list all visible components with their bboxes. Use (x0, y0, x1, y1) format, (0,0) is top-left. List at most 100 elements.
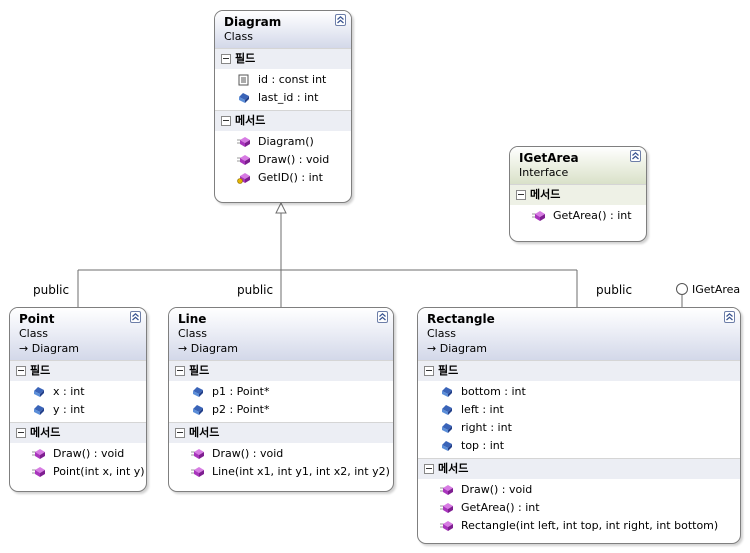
field-item[interactable]: p1 : Point* (169, 383, 393, 401)
method-item[interactable]: Draw() : void (10, 445, 146, 463)
method-item[interactable]: Line(int x1, int y1, int x2, int y2) (169, 463, 393, 481)
member-label: GetArea() : int (461, 501, 540, 514)
class-box-diagram[interactable]: Diagram Class 필드 id : const int last_id … (214, 10, 352, 203)
edge-label-rectangle: public (596, 283, 633, 297)
base-class: → Diagram (19, 341, 146, 356)
methods-list: Draw() : void Point(int x, int y) (10, 443, 146, 484)
section-label: 메서드 (189, 426, 220, 439)
member-label: y : int (53, 403, 85, 416)
const-field-icon (238, 74, 249, 86)
field-item[interactable]: y : int (10, 401, 146, 419)
field-icon (442, 441, 452, 451)
methods-section-header[interactable]: 메서드 (169, 422, 393, 443)
double-chevron-up-icon[interactable] (130, 311, 141, 323)
method-icon (32, 449, 45, 459)
minus-toggle-icon[interactable] (424, 366, 434, 376)
member-label: Draw() : void (461, 483, 533, 496)
section-label: 메서드 (30, 426, 61, 439)
minus-toggle-icon[interactable] (221, 54, 231, 64)
member-label: right : int (461, 421, 512, 434)
fields-section-header[interactable]: 필드 (10, 360, 146, 381)
method-item[interactable]: Diagram() (215, 133, 351, 151)
field-icon (442, 405, 452, 415)
double-chevron-up-icon[interactable] (630, 150, 641, 162)
field-item[interactable]: last_id : int (215, 89, 351, 107)
field-icon (239, 93, 249, 103)
class-box-point[interactable]: Point Class → Diagram 필드 x : int y : int… (9, 307, 147, 492)
methods-list: Draw() : void Line(int x1, int y1, int x… (169, 443, 393, 484)
class-header: Line Class → Diagram (169, 308, 393, 360)
method-item[interactable]: Point(int x, int y) (10, 463, 146, 481)
section-label: 필드 (30, 364, 51, 377)
member-label: GetID() : int (258, 171, 323, 184)
member-label: Draw() : void (212, 447, 284, 460)
minus-toggle-icon[interactable] (16, 366, 26, 376)
minus-toggle-icon[interactable] (175, 366, 185, 376)
class-box-rectangle[interactable]: Rectangle Class → Diagram 필드 bottom : in… (417, 307, 741, 544)
methods-section-header[interactable]: 메서드 (215, 110, 351, 131)
interface-kind: Interface (519, 166, 569, 179)
double-chevron-up-icon[interactable] (724, 311, 735, 323)
member-label: p2 : Point* (212, 403, 270, 416)
minus-toggle-icon[interactable] (175, 428, 185, 438)
section-label: 필드 (235, 52, 256, 65)
method-item[interactable]: Draw() : void (215, 151, 351, 169)
minus-toggle-icon[interactable] (424, 464, 434, 474)
method-icon (532, 211, 545, 221)
field-item[interactable]: left : int (418, 401, 740, 419)
methods-section-header[interactable]: 메서드 (510, 184, 646, 205)
field-item[interactable]: id : const int (215, 71, 351, 89)
interface-name: IGetArea (519, 151, 579, 165)
fields-section-header[interactable]: 필드 (418, 360, 740, 381)
method-item[interactable]: Draw() : void (169, 445, 393, 463)
method-item[interactable]: Rectangle(int left, int top, int right, … (418, 517, 740, 535)
minus-toggle-icon[interactable] (221, 116, 231, 126)
class-header: Rectangle Class → Diagram (418, 308, 740, 360)
member-label: Line(int x1, int y1, int x2, int y2) (212, 465, 390, 478)
minus-toggle-icon[interactable] (516, 190, 526, 200)
member-label: p1 : Point* (212, 385, 270, 398)
base-class-name: Diagram (31, 342, 79, 355)
member-label: Draw() : void (53, 447, 125, 460)
member-label: bottom : int (461, 385, 526, 398)
method-icon (440, 503, 453, 513)
field-item[interactable]: right : int (418, 419, 740, 437)
class-header: Point Class → Diagram (10, 308, 146, 360)
method-item[interactable]: Draw() : void (418, 481, 740, 499)
class-name: Rectangle (427, 312, 495, 326)
fields-section-header[interactable]: 필드 (215, 48, 351, 69)
methods-section-header[interactable]: 메서드 (418, 458, 740, 479)
field-icon (193, 405, 203, 415)
fields-list: id : const int last_id : int (215, 69, 351, 110)
fields-section-header[interactable]: 필드 (169, 360, 393, 381)
method-icon (32, 467, 45, 477)
section-label: 필드 (438, 364, 459, 377)
method-item[interactable]: GetArea() : int (510, 207, 646, 225)
section-label: 메서드 (438, 462, 469, 475)
fields-list: p1 : Point* p2 : Point* (169, 381, 393, 422)
field-item[interactable]: top : int (418, 437, 740, 455)
inherits-arrow-icon: → (427, 342, 437, 355)
method-item[interactable]: GetID() : int (215, 169, 351, 187)
field-item[interactable]: bottom : int (418, 383, 740, 401)
double-chevron-up-icon[interactable] (335, 14, 346, 26)
method-item[interactable]: GetArea() : int (418, 499, 740, 517)
base-class-name: Diagram (190, 342, 238, 355)
field-item[interactable]: x : int (10, 383, 146, 401)
double-chevron-up-icon[interactable] (377, 311, 388, 323)
class-name: Line (178, 312, 207, 326)
member-label: Rectangle(int left, int top, int right, … (461, 519, 719, 532)
inherits-arrow-icon: → (178, 342, 188, 355)
section-label: 메서드 (235, 114, 266, 127)
method-icon (440, 521, 453, 531)
interface-header: IGetArea Interface (510, 147, 646, 184)
class-name: Diagram (224, 15, 282, 29)
method-icon (191, 449, 204, 459)
minus-toggle-icon[interactable] (16, 428, 26, 438)
class-box-line[interactable]: Line Class → Diagram 필드 p1 : Point* p2 :… (168, 307, 394, 492)
method-icon (440, 485, 453, 495)
interface-box-igetarea[interactable]: IGetArea Interface 메서드 GetArea() : int (509, 146, 647, 242)
field-item[interactable]: p2 : Point* (169, 401, 393, 419)
methods-section-header[interactable]: 메서드 (10, 422, 146, 443)
